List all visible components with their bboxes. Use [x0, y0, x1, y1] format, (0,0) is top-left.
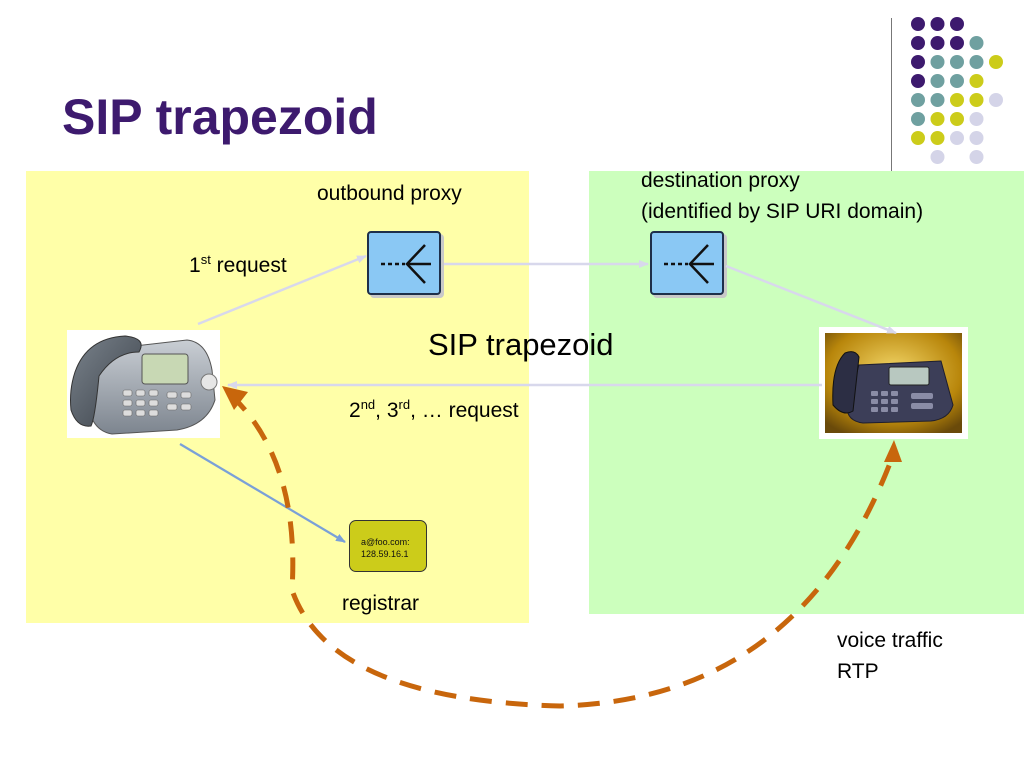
decorative-dot: [989, 55, 1003, 69]
decorative-dot: [930, 17, 945, 31]
later-request-number-3: , 3: [375, 399, 399, 422]
decorative-dot: [969, 93, 984, 107]
decorative-dot: [950, 93, 964, 107]
outbound-proxy-label: outbound proxy: [317, 182, 462, 205]
destination-proxy-label: destination proxy: [641, 169, 800, 192]
later-request-suffix-nd: nd: [360, 397, 376, 412]
desk-phone-icon: [70, 335, 218, 435]
decorative-dot: [911, 112, 925, 126]
desk-phone-icon: [825, 333, 962, 433]
decorative-dot-grid: [911, 17, 1003, 164]
destination-proxy-server[interactable]: [650, 231, 724, 295]
decorative-dot: [930, 36, 945, 50]
first-request-number: 1: [189, 254, 201, 277]
decorative-dot: [911, 131, 925, 145]
decorative-dot: [911, 17, 925, 31]
decorative-dot: [969, 150, 984, 164]
decorative-dot: [989, 93, 1003, 107]
proxy-icon: [664, 244, 714, 284]
slide-title: SIP trapezoid: [62, 89, 378, 145]
decorative-dot: [969, 55, 984, 69]
destination-proxy-sublabel: (identified by SIP URI domain): [641, 200, 924, 223]
sip-trapezoid-label: SIP trapezoid: [428, 327, 614, 362]
decorative-dot: [950, 36, 964, 50]
decorative-dot: [911, 74, 925, 88]
first-request-text: request: [210, 254, 287, 277]
decorative-dot: [930, 55, 945, 69]
outbound-proxy-server[interactable]: [367, 231, 441, 295]
decorative-dot: [911, 36, 925, 50]
destination-proxy-to-callee-arrow: [725, 264, 897, 335]
registrar-database[interactable]: a@foo.com: 128.59.16.1: [349, 520, 427, 572]
decorative-dot: [950, 55, 964, 69]
voice-traffic-label: voice traffic: [837, 629, 943, 652]
decorative-dot: [969, 74, 984, 88]
decorative-dot: [911, 93, 925, 107]
decorative-dot: [969, 131, 984, 145]
caller-phone[interactable]: [67, 330, 220, 438]
decorative-dot: [950, 74, 964, 88]
later-request-text: , … request: [410, 399, 519, 422]
callee-phone[interactable]: [819, 327, 968, 439]
rtp-voice-traffic-arc: [228, 392, 895, 709]
decorative-dot: [950, 17, 964, 31]
registrar-label: registrar: [342, 592, 420, 615]
decorative-dot: [930, 150, 945, 164]
decorative-dot: [930, 112, 945, 126]
decorative-dot: [911, 55, 925, 69]
registration-arrow: [179, 443, 346, 543]
decorative-dot: [930, 93, 945, 107]
decorative-dot: [969, 36, 984, 50]
decorative-dot: [950, 112, 964, 126]
decorative-dot: [950, 131, 964, 145]
proxy-icon: [381, 244, 431, 284]
decorative-divider: [891, 18, 892, 186]
decorative-dot: [930, 74, 945, 88]
later-request-suffix-rd: rd: [398, 397, 411, 412]
registrar-entry-ip: 128.59.16.1: [361, 549, 409, 559]
rtp-arrowhead-callee: [884, 440, 902, 462]
later-requests-label: 2nd, 3rd, … request: [349, 397, 519, 422]
rtp-arrowhead-caller: [222, 386, 248, 410]
first-request-suffix: st: [200, 252, 211, 267]
later-request-number-2: 2: [349, 399, 361, 422]
decorative-dot: [969, 112, 984, 126]
decorative-dot: [930, 131, 945, 145]
first-request-label: 1st request: [189, 252, 287, 277]
rtp-label: RTP: [837, 660, 879, 683]
first-request-to-outbound-proxy-arrow: [197, 254, 367, 326]
registrar-entry-address: a@foo.com:: [361, 537, 410, 547]
